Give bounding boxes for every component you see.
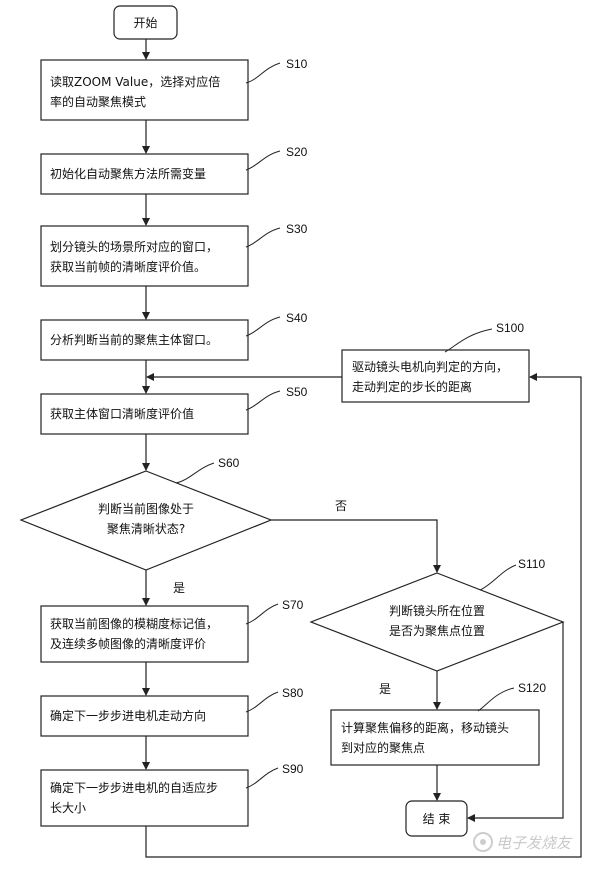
s90-step-label: S90 <box>282 762 304 776</box>
s80-step-label: S80 <box>282 686 304 700</box>
s10-text-line1: 读取ZOOM Value，选择对应倍 <box>50 74 220 89</box>
s90-text-line2: 长大小 <box>50 801 86 815</box>
s60-yes-label: 是 <box>173 581 185 595</box>
s30-text-line2: 获取当前帧的清晰度评价值。 <box>50 259 206 274</box>
s50-box <box>40 393 249 435</box>
s60-text-line2: 聚焦清晰状态? <box>107 522 185 536</box>
s110-text-line2: 是否为聚焦点位置 <box>389 623 485 638</box>
s20-callout <box>245 150 281 171</box>
s100-box <box>341 349 530 403</box>
s70-text-line1: 获取当前图像的模糊度标记值， <box>50 616 218 631</box>
s20-text: 初始化自动聚焦方法所需变量 <box>50 166 206 181</box>
arrow-s60-s110-no <box>271 519 441 573</box>
arrow-s90-loop-s100 <box>145 373 582 858</box>
s30-text-line1: 划分镜头的场景所对应的窗口， <box>50 239 218 254</box>
s20-box <box>40 153 249 195</box>
s80-box <box>40 695 249 737</box>
s100-text-line2: 走动判定的步长的距离 <box>352 379 472 394</box>
s70-step-label: S70 <box>282 598 304 612</box>
s10-text-line2: 率的自动聚焦模式 <box>50 94 146 109</box>
s40-text: 分析判断当前的聚焦主体窗口。 <box>50 332 218 347</box>
s30-callout <box>245 227 281 248</box>
s100-text-line1: 驱动镜头电机向判定的方向， <box>352 359 508 374</box>
s120-box <box>330 709 540 766</box>
s110-callout <box>479 564 517 591</box>
s90-callout <box>245 767 279 789</box>
s120-text-line2: 到对应的聚焦点 <box>341 740 425 755</box>
s110-yes-label: 是 <box>379 682 391 696</box>
s50-text: 获取主体窗口清晰度评价值 <box>50 406 194 421</box>
s40-box <box>40 319 249 361</box>
end-label: 结 束 <box>423 812 451 826</box>
s70-callout <box>245 603 279 625</box>
s120-callout <box>477 687 515 712</box>
s60-diamond <box>19 470 273 571</box>
s120-text-line1: 计算聚焦偏移的距离，移动镜头 <box>341 720 509 735</box>
s60-callout <box>175 462 215 484</box>
s50-callout <box>245 390 281 411</box>
s80-callout <box>245 691 279 713</box>
s70-text-line2: 及连续多帧图像的清晰度评价 <box>50 636 206 651</box>
s90-box <box>40 769 249 827</box>
s10-step-label: S10 <box>286 57 308 71</box>
s120-step-label: S120 <box>518 681 546 695</box>
s110-step-label: S110 <box>518 557 545 571</box>
s100-callout <box>444 328 493 353</box>
s30-step-label: S30 <box>286 222 308 236</box>
s110-diamond <box>309 572 565 672</box>
s60-step-label: S60 <box>218 456 240 470</box>
s70-box <box>40 605 249 663</box>
start-label: 开始 <box>133 16 157 30</box>
arrow-s110-end <box>467 622 564 822</box>
watermark-logo: 电子发烧友 <box>473 832 573 852</box>
s20-step-label: S20 <box>286 145 308 159</box>
s40-callout <box>245 316 281 337</box>
s30-box <box>40 225 249 287</box>
s100-step-label: S100 <box>496 321 524 335</box>
s110-text-line1: 判断镜头所在位置 <box>389 603 485 618</box>
s10-box <box>40 59 249 121</box>
s50-step-label: S50 <box>286 385 308 399</box>
watermark-text: 电子发烧友 <box>496 834 573 852</box>
s40-step-label: S40 <box>286 311 308 325</box>
s60-text-line1: 判断当前图像处于 <box>98 501 194 516</box>
s80-text: 确定下一步步进电机走动方向 <box>50 708 206 723</box>
s90-text-line1: 确定下一步步进电机的自适应步 <box>50 780 218 795</box>
s60-no-label: 否 <box>335 499 347 513</box>
s10-callout <box>245 62 281 84</box>
